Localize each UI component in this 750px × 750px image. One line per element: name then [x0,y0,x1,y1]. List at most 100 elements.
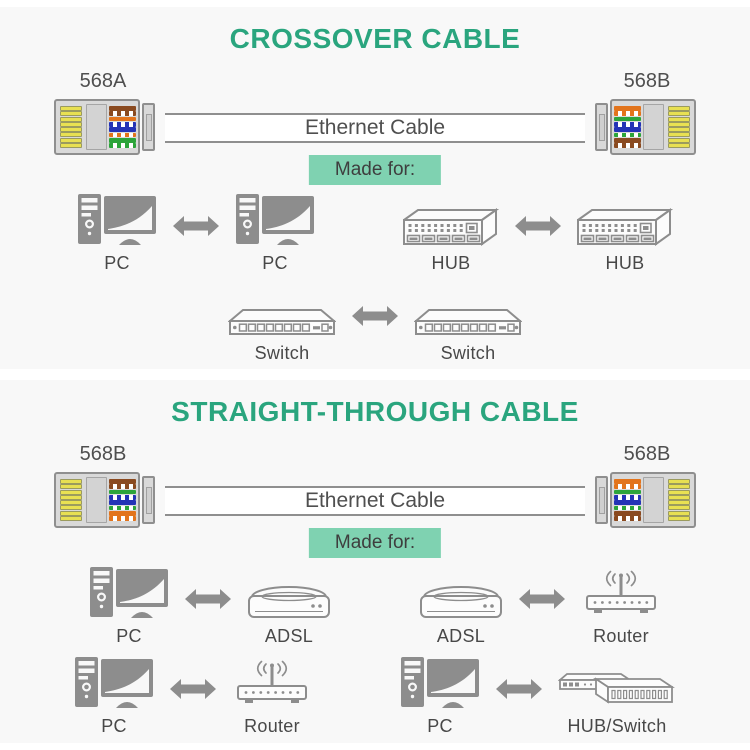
wire-white-blue [109,122,136,127]
connector-pin [668,137,690,143]
bidirectional-arrow-icon [519,587,565,611]
ethernet-cable: Ethernet Cable [165,113,585,143]
rj45-connector-right [595,99,696,155]
bidirectional-arrow-icon [173,214,219,238]
connector-pins [666,104,692,150]
wire-white-blue [614,495,641,500]
connector-pin [668,510,690,516]
bidirectional-arrow-icon [185,587,231,611]
device-pair: PC PC [77,191,315,275]
connector-pin [60,111,82,117]
device-label: Switch [254,343,310,363]
device-adsl: ADSL [247,564,331,648]
wire-white-brown [614,143,641,148]
connector-latch [86,477,107,523]
device-label: PC [104,253,130,273]
device-pair: Switch Switch [228,281,522,365]
connector-standard-label: 568A [79,70,127,92]
pc-icon [401,654,479,710]
device-pc: PC [89,564,169,648]
connector-body [610,99,696,155]
connector-pin [60,494,82,500]
device-label: Switch [440,343,496,363]
connector-pin [60,106,82,111]
wire-white-green [109,505,136,511]
router-icon [236,654,308,710]
adsl-icon [247,564,331,620]
connector-body [54,472,140,528]
switch-icon [228,281,336,337]
connector-pin [668,127,690,133]
device-hub: HUB [403,191,499,275]
router-icon [585,564,657,620]
pc-icon [236,191,314,247]
wire-brown [614,138,641,143]
wire-white-green [109,143,136,148]
device-label: PC [427,716,453,736]
wire-blue [614,127,641,132]
adsl-icon [419,564,503,620]
connector-pin [60,489,82,495]
connector-collar [595,103,608,151]
wire-white-green [614,132,641,138]
device-row: Switch Switch [0,281,750,365]
connector-latch [643,104,664,150]
connector-standard-label: 568B [623,70,671,92]
made-for-badge: Made for: [308,528,442,558]
wire-orange [109,511,136,516]
wire-white-orange [109,132,136,138]
connector-collar-latch [145,113,152,141]
device-label: PC [116,626,142,646]
wire-white-brown [614,516,641,521]
connector-collar-latch [598,486,605,514]
section-title: STRAIGHT-THROUGH CABLE [171,396,579,427]
connector-pins [58,104,84,150]
hub-icon [577,191,673,247]
connector-pin [60,479,82,484]
device-switch: Switch [228,281,336,365]
device-pc: PC [400,654,480,738]
connector-standard-label: 568B [79,443,127,465]
wire-green [614,116,641,122]
ethernet-cable: Ethernet Cable [165,486,585,516]
device-label: PC [262,253,288,273]
rj45-connector-left [54,99,155,155]
wire-orange [614,479,641,484]
device-label: Router [593,626,649,646]
connector-pin [60,505,82,511]
device-label: HUB [605,253,645,273]
bidirectional-arrow-icon [496,677,542,701]
connector-pin [668,489,690,495]
wire-green [109,138,136,143]
pc-icon [90,564,168,620]
connector-pin [60,121,82,127]
device-hubswitch: HUB/Switch [558,654,676,738]
device-router: Router [581,564,661,648]
connector-pin [60,515,82,521]
hub-icon [403,191,499,247]
device-label: ADSL [436,626,486,646]
device-label: ADSL [264,626,314,646]
connector-collar-latch [598,113,605,141]
wire-green [614,489,641,495]
wire-blue [109,500,136,505]
device-row: PC ADSL ADSL Router [0,564,750,648]
device-router: Router [232,654,312,738]
wire-white-green [614,505,641,511]
connector-pin [60,484,82,490]
device-pc: PC [74,654,154,738]
wire-white-orange [614,111,641,116]
wire-blue [614,500,641,505]
connector-pin [668,142,690,148]
straight-through-section: STRAIGHT-THROUGH CABLE 568B 568B Etherne… [0,380,750,743]
bidirectional-arrow-icon [515,214,561,238]
connector-pin [60,510,82,516]
connector-collar-latch [145,486,152,514]
wire-white-brown [109,111,136,116]
bidirectional-arrow-icon [352,304,398,328]
connector-pin [60,127,82,133]
connector-collar [142,476,155,524]
device-pair: PC HUB/Switch [400,654,676,738]
wire-brown [614,511,641,516]
connector-latch [643,477,664,523]
